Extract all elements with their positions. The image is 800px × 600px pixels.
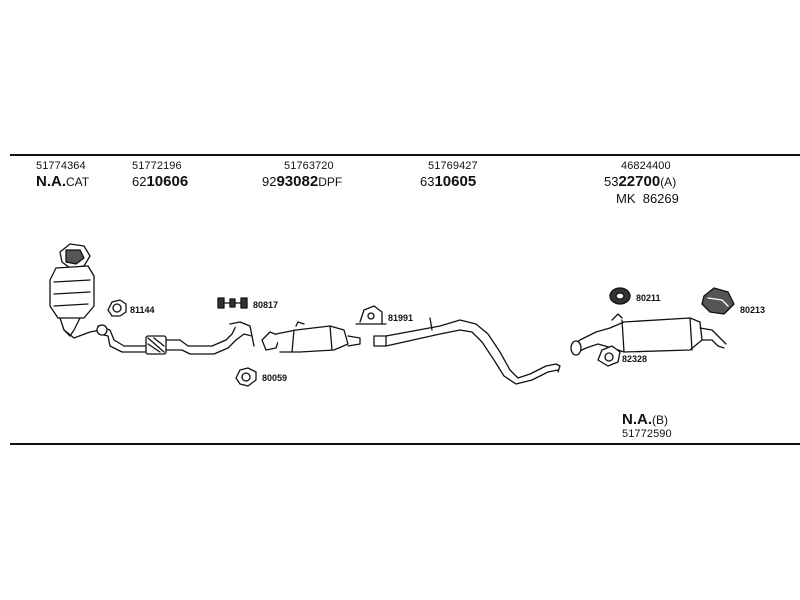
catalytic-converter-icon [49,243,101,339]
dpf-icon [261,321,361,353]
heat-shield-80213-icon [701,287,735,315]
clamp-81991-icon [355,305,387,325]
part-main: 22700 [618,173,661,190]
bolt-80817-icon [217,297,248,309]
oe-number: 51763720 [284,160,334,172]
tag-80211: 80211 [636,293,661,303]
bottom-rule [10,443,800,445]
column-middle-pipe: 51769427 6310605 [420,160,478,190]
na-label: N.A. [36,173,66,190]
top-rule [10,154,800,156]
part-main: 10606 [146,173,189,190]
gasket-80059-icon [235,367,257,387]
part-number: 5322700(A) [604,173,679,190]
part-prefix: 92 [262,174,277,189]
part-suffix: (B) [652,413,668,427]
part-main: 10605 [434,173,477,190]
tag-81144: 81144 [130,305,155,315]
rear-silencer-icon [570,313,727,356]
part-number: N.A.(B) [622,411,672,428]
oe-number: 51772590 [622,428,672,440]
part-suffix: DPF [318,175,343,189]
na-label: N.A. [622,411,652,428]
part-main: 93082 [276,173,319,190]
part-number: N.A.CAT [36,173,89,190]
middle-pipe-icon [373,317,561,385]
gasket-81144-icon [107,299,127,317]
oe-number: 51774364 [36,160,86,172]
column-rear-silencer: 46824400 5322700(A) MK 86269 [604,160,679,206]
kit-number: MK 86269 [616,191,679,206]
part-number: 6310605 [420,173,478,190]
column-front-pipe: 51772196 6210606 [132,160,188,190]
bottom-part-label: N.A.(B) 51772590 [622,410,672,440]
part-prefix: 63 [420,174,435,189]
gasket-82328-icon [597,345,621,367]
tag-80059: 80059 [262,373,288,383]
part-suffix: CAT [66,175,90,189]
tag-80213: 80213 [740,305,766,315]
tag-81991: 81991 [388,313,414,323]
oe-number: 46824400 [621,160,671,172]
part-suffix: (A) [660,175,677,189]
oe-number: 51769427 [428,160,478,172]
part-prefix: 53 [604,174,619,189]
column-catalyst: 51774364 N.A.CAT [36,160,89,190]
part-number: 9293082DPF [262,173,342,190]
tag-80817: 80817 [253,300,279,310]
rubber-mount-80211-icon [609,287,631,305]
front-pipe-icon [96,321,255,355]
oe-number: 51772196 [132,160,182,172]
column-dpf: 51763720 9293082DPF [262,160,342,190]
part-number: 6210606 [132,173,188,190]
part-prefix: 62 [132,174,147,189]
tag-82328: 82328 [622,354,648,364]
